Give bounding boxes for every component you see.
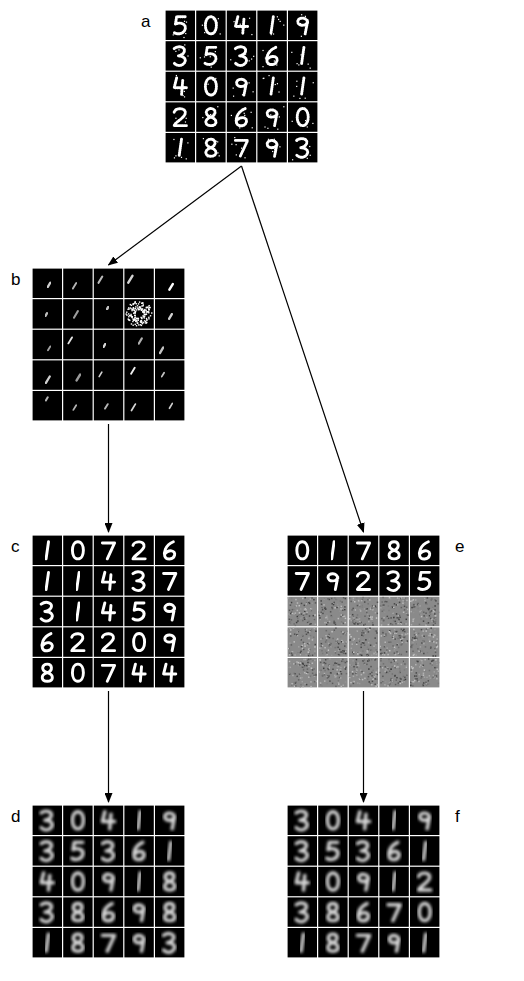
digit-grid <box>287 805 440 958</box>
digit-grid <box>165 10 318 163</box>
panel-letter: f <box>454 807 461 827</box>
panel-letter: e <box>454 537 465 557</box>
flow-arrow <box>242 166 364 532</box>
flow-arrow <box>108 424 109 532</box>
panel-letter: c <box>10 537 21 557</box>
panel-letter: a <box>140 12 151 32</box>
flow-arrow <box>108 691 109 802</box>
digit-grid <box>32 535 185 688</box>
image-panel: d <box>32 805 185 958</box>
image-panel: a <box>165 10 318 163</box>
digit-grid <box>287 535 440 688</box>
digit-grid <box>32 268 185 421</box>
digit-grid <box>32 805 185 958</box>
image-panel: c <box>32 535 185 688</box>
image-panel: b <box>32 268 185 421</box>
flow-arrow <box>363 691 364 802</box>
image-panel: f <box>287 805 440 958</box>
image-panel: e <box>287 535 440 688</box>
panel-letter: d <box>10 807 21 827</box>
panel-letter: b <box>10 270 21 290</box>
flow-arrow <box>109 166 242 265</box>
